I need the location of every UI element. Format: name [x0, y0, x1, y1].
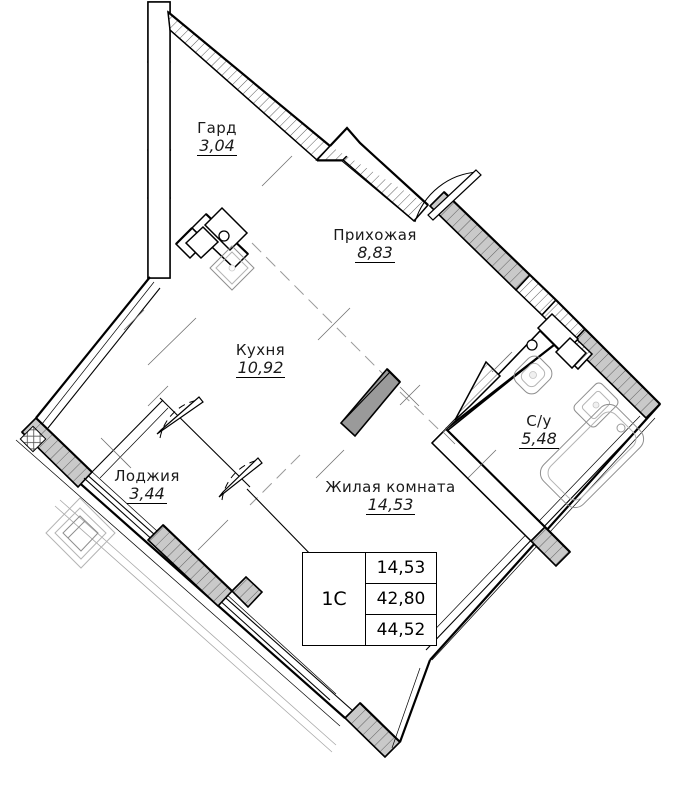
spec-cell-living-area: 14,53 [376, 558, 426, 578]
exterior-equipment-box [45, 497, 116, 569]
room-area-gard: 3,04 [197, 136, 237, 157]
spec-values-column: 14,53 42,80 44,52 [365, 553, 436, 645]
fixtures [45, 206, 645, 569]
opening-kitchen-hall [251, 242, 395, 386]
room-label-prihozhaya: Прихожая 8,83 [300, 226, 450, 264]
exterior-wall-left-upper [35, 276, 161, 429]
spec-cell-total-area: 42,80 [366, 583, 436, 614]
room-label-zhilaya-komnata: Жилая комната 14,53 [308, 478, 473, 516]
entry-niche [315, 126, 430, 223]
spec-cell-total-with-loggia: 44,52 [366, 614, 436, 645]
wall-bathroom-hatch [454, 360, 502, 421]
party-wall-top-left [147, 1, 171, 279]
room-label-kuhnya: Кухня 10,92 [193, 341, 328, 379]
wall-bathroom-bottom [430, 427, 572, 568]
room-name-su: С/у [526, 412, 552, 430]
room-name-kuhnya: Кухня [235, 341, 286, 359]
dimension-tick [399, 384, 421, 407]
loggia-glazing [83, 469, 337, 701]
doors [156, 169, 482, 501]
kitchen-sink [184, 206, 255, 291]
apartment-type-cell: 1С [321, 588, 347, 610]
door-entrance [414, 169, 482, 223]
exterior-wall-left-corner [19, 416, 94, 489]
room-label-su: С/у 5,48 [489, 412, 589, 450]
bathtub [539, 403, 645, 509]
exterior-wall-right-upper [428, 190, 587, 346]
door-bathroom-opening [442, 419, 456, 445]
washbasin [573, 382, 619, 428]
room-name-gard: Гард [197, 119, 237, 137]
wall-central-partition [339, 367, 402, 438]
door-loggia-2 [218, 457, 263, 501]
opening-living-kitchen [249, 454, 301, 506]
apartment-spec-table: 1С 14,53 42,80 44,52 [302, 552, 437, 646]
toilet [513, 312, 588, 395]
room-name-zhilaya-komnata: Жилая комната [325, 478, 456, 496]
room-label-loggia: Лоджия 3,44 [82, 467, 212, 505]
room-name-prihozhaya: Прихожая [333, 226, 417, 244]
room-area-prihozhaya: 8,83 [355, 243, 395, 264]
room-area-loggia: 3,44 [127, 484, 167, 505]
room-label-gard: Гард 3,04 [162, 119, 272, 157]
room-area-kuhnya: 10,92 [235, 358, 286, 379]
room-name-loggia: Лоджия [114, 467, 180, 485]
wall-loggia-inner [91, 397, 317, 561]
door-loggia-1 [156, 396, 204, 439]
outer-walls [15, 1, 662, 759]
exterior-wall-bottom-corner [343, 659, 432, 759]
room-area-su: 5,48 [519, 429, 559, 450]
leader-lines [100, 155, 513, 551]
exterior-wall-right-corner [569, 327, 662, 420]
room-area-zhilaya-komnata: 14,53 [365, 495, 416, 516]
